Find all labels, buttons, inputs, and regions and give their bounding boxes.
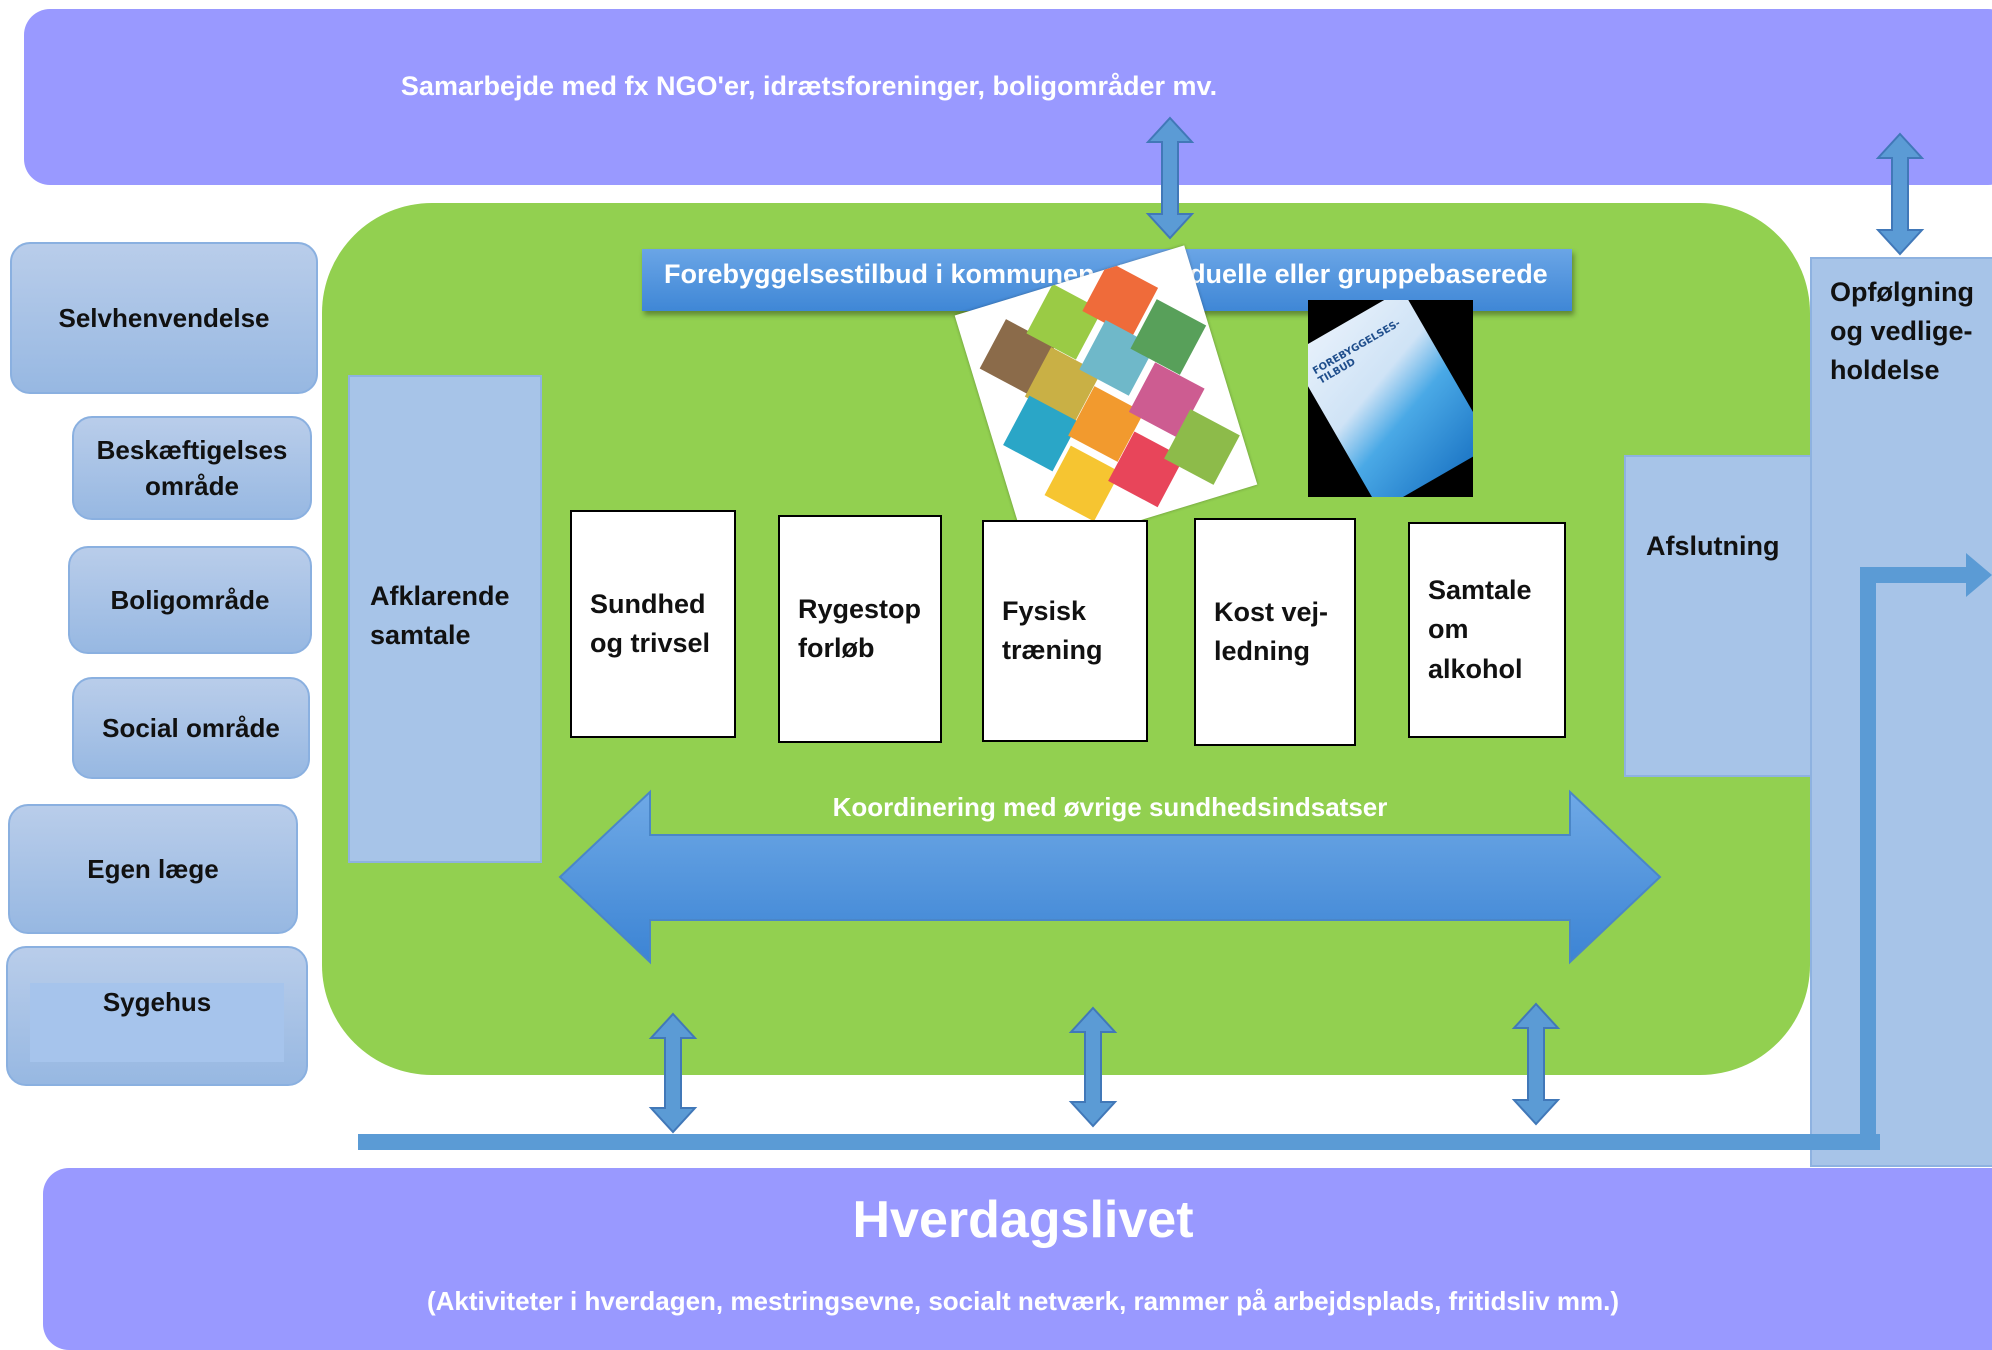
offer-line2: forløb — [798, 633, 875, 663]
offer-line1: Rygestop — [798, 593, 922, 624]
source-gp: Egen læge — [8, 804, 298, 934]
source-social: Social område — [72, 677, 310, 779]
source-label: Sygehus — [102, 987, 212, 1017]
closing-panel: Afslutning — [1624, 455, 1812, 777]
return-line-horizontal — [358, 1134, 1880, 1150]
offer-line2: om — [1428, 614, 1469, 645]
offer-health-wellbeing: Sundhed og trivsel — [570, 510, 736, 738]
return-line-top — [1860, 567, 1970, 583]
offer-line3: alkohol — [1428, 653, 1523, 684]
offer-line1: Fysisk — [1002, 595, 1087, 626]
book-cover-image: FOREBYGGELSES-TILBUD — [1308, 300, 1473, 497]
source-label: Boligområde — [110, 584, 270, 615]
offer-physical-training: Fysisk træning — [982, 520, 1148, 742]
source-employment: Beskæftigelses område — [72, 416, 312, 520]
offer-line1: Kost vej- — [1214, 596, 1329, 627]
everyday-life-subtitle: (Aktiviteter i hverdagen, mestringsevne,… — [426, 1286, 1620, 1316]
followup-line1: Opfølgning — [1830, 277, 1974, 307]
offer-diet-guidance: Kost vej- ledning — [1194, 518, 1356, 746]
followup-line3: holdelse — [1830, 355, 1940, 386]
followup-panel: Opfølgning og vedlige- holdelse — [1810, 257, 1992, 1167]
collaboration-band: Samarbejde med fx NGO'er, idrætsforening… — [24, 9, 1992, 185]
offer-line1: Sundhed — [590, 588, 706, 619]
offer-line2: træning — [1002, 635, 1103, 665]
offer-line1: Samtale — [1428, 575, 1532, 606]
offer-line2: og trivsel — [590, 628, 711, 658]
source-label: Social område — [102, 712, 280, 743]
hospital-inner-panel — [30, 983, 284, 1062]
source-hospital: Sygehus — [6, 946, 308, 1086]
bottom-double-arrow-1 — [648, 1012, 698, 1134]
collaboration-label: Samarbejde med fx NGO'er, idrætsforening… — [400, 71, 1218, 101]
coordination-label: Koordinering med øvrige sundhedsindsatse… — [832, 792, 1388, 822]
everyday-life-title: Hverdagslivet — [852, 1191, 1194, 1249]
everyday-life-band: Hverdagslivet (Aktiviteter i hverdagen, … — [43, 1168, 1992, 1350]
source-label: Beskæftigelses område — [96, 434, 288, 501]
source-self-referral: Selvhenvendelse — [10, 242, 318, 394]
intake-label: Afklarende samtale — [370, 581, 510, 651]
offer-smoking-cessation: Rygestop forløb — [778, 515, 942, 743]
return-line-vertical — [1860, 567, 1876, 1150]
followup-top-double-arrow — [1875, 132, 1925, 256]
source-label: Egen læge — [87, 853, 219, 884]
coordination-double-arrow — [558, 789, 1662, 965]
intake-conversation: Afklarende samtale — [348, 375, 542, 863]
followup-line2: og vedlige- — [1830, 316, 1973, 347]
bottom-double-arrow-3 — [1511, 1002, 1561, 1126]
source-housing: Boligområde — [68, 546, 312, 654]
bottom-double-arrow-2 — [1068, 1006, 1118, 1128]
offer-line2: ledning — [1214, 636, 1310, 666]
return-arrowhead — [1966, 553, 1992, 597]
top-center-double-arrow — [1145, 116, 1195, 240]
source-label: Selvhenvendelse — [58, 302, 270, 333]
offer-alcohol-talk: Samtale om alkohol — [1408, 522, 1566, 738]
closing-label: Afslutning — [1646, 531, 1780, 561]
